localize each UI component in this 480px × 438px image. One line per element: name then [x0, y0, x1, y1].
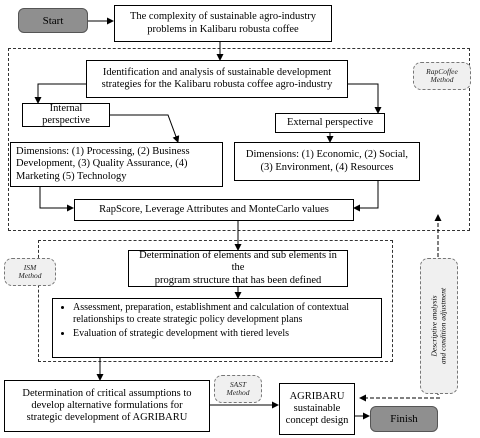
identification-box: Identification and analysis of sustainab…: [86, 60, 348, 98]
start-node: Start: [18, 8, 88, 33]
ism-line-2: Method: [18, 271, 42, 280]
rapcoffee-method-tag: RapCoffee Method: [413, 62, 471, 90]
evaluation-list: Assessment, preparation, establishment a…: [59, 302, 375, 340]
sast-line-1: SAST: [229, 379, 247, 389]
arrow-internal-dims-to-rapscore: [39, 187, 74, 212]
arrow-internal-to-dims: [110, 114, 180, 143]
critical-line-3: strategic development of AGRIBARU: [26, 412, 188, 424]
complexity-line-2: problems in Kalibaru robusta coffee: [147, 23, 299, 35]
critical-line-1: Determination of critical assumptions to: [22, 387, 192, 399]
sast-line-2: Method: [226, 388, 250, 397]
internal-dimensions-box: Dimensions: (1) Processing, (2) Business…: [10, 142, 223, 187]
evaluation-item: Assessment, preparation, establishment a…: [73, 302, 375, 326]
ism-method-tag: ISM Method: [4, 258, 56, 286]
internal-dims-line-3: Marketing (5) Technology: [16, 170, 127, 182]
critical-assumptions-box: Determination of critical assumptions to…: [4, 380, 210, 432]
determination-box: Determination of elements and sub elemen…: [128, 250, 348, 287]
identification-line-1: Identification and analysis of sustainab…: [102, 66, 332, 78]
ism-frame: [38, 240, 393, 362]
rapscore-label: RapScore, Leverage Attributes and MonteC…: [99, 203, 329, 215]
external-dims-line-1: Dimensions: (1) Economic, (2) Social,: [245, 149, 409, 161]
arrow-identification-to-internal: [34, 83, 86, 104]
evaluation-box: Assessment, preparation, establishment a…: [52, 298, 382, 358]
external-label: External perspective: [287, 116, 373, 128]
descriptive-text: Descriptive analysis and condition adjus…: [429, 287, 447, 365]
descriptive-line-2: and condition adjustment: [438, 287, 447, 365]
internal-dims-line-2: Development, (3) Quality Assurance, (4): [16, 158, 188, 170]
rapscore-box: RapScore, Leverage Attributes and MonteC…: [74, 199, 354, 221]
rapcoffee-line-1: RapCoffee: [426, 66, 458, 76]
finish-node: Finish: [370, 406, 438, 432]
internal-label: Internal perspective: [42, 102, 90, 126]
critical-line-2: develop alternative formulations for: [31, 399, 183, 411]
evaluation-item: Evaluation of strategic development with…: [73, 328, 375, 340]
arrow-external-dims-to-rapscore: [353, 181, 379, 212]
rapcoffee-line-2: Method: [430, 75, 454, 84]
determination-line-1: Determination of elements and sub elemen…: [139, 250, 337, 274]
identification-line-2: strategies for the Kalibaru robusta coff…: [101, 79, 333, 90]
agribaru-line-1: AGRIBARU: [289, 390, 345, 402]
internal-perspective-box: Internal perspective: [22, 103, 110, 127]
agribaru-line-3: concept design: [285, 415, 349, 427]
external-dims-line-2: (3) Environment, (4) Resources: [260, 161, 394, 173]
complexity-line-1: The complexity of sustainable agro-indus…: [129, 11, 317, 23]
agribaru-line-2: sustainable: [293, 402, 341, 414]
ism-line-1: ISM: [23, 262, 37, 272]
determination-line-2: program structure that has been defined: [154, 274, 322, 286]
start-label: Start: [42, 14, 64, 27]
complexity-box: The complexity of sustainable agro-indus…: [114, 5, 332, 42]
finish-label: Finish: [390, 413, 418, 425]
arrow-identification-to-external: [348, 83, 382, 114]
agribaru-box: AGRIBARU sustainable concept design: [279, 383, 355, 435]
external-perspective-box: External perspective: [275, 113, 385, 133]
sast-method-tag: SAST Method: [214, 375, 262, 403]
rapcoffee-frame: [8, 48, 470, 231]
external-dimensions-box: Dimensions: (1) Economic, (2) Social, (3…: [234, 142, 420, 181]
internal-dims-line-1: Dimensions: (1) Processing, (2) Business: [16, 146, 190, 158]
descriptive-analysis-tag: Descriptive analysis and condition adjus…: [420, 258, 458, 394]
